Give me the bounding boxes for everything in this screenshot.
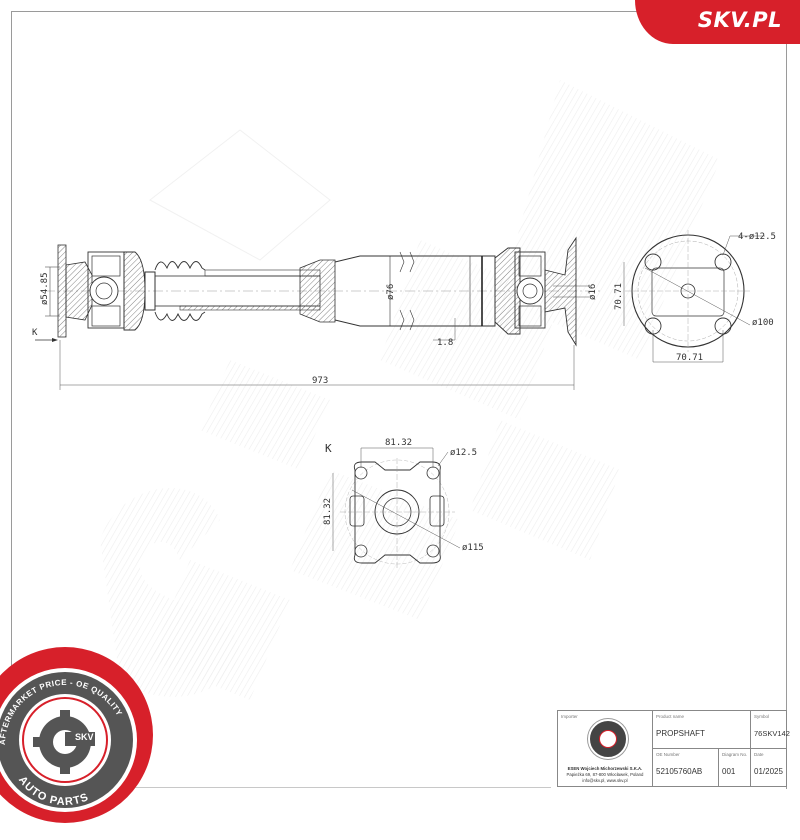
oe-number-label: OE Number xyxy=(656,752,680,757)
date-value: 01/2025 xyxy=(754,767,783,776)
symbol-label: Symbol xyxy=(754,714,770,719)
dim-spacing-horizontal-right: 70.71 xyxy=(676,353,703,363)
k-end-view xyxy=(332,447,461,570)
importer-name: ESEN Wojciech Michorzewski S.K.A. xyxy=(567,766,643,771)
dim-spacing-vertical-right: 70.71 xyxy=(614,283,624,310)
importer-label: Importer xyxy=(561,714,578,719)
left-flange xyxy=(45,244,93,338)
right-universal-joint xyxy=(494,236,590,347)
brand-banner[interactable]: SKV.PL xyxy=(635,0,800,44)
importer-cell: Importer ESEN Wojciech Michorzewski S.K.… xyxy=(558,711,653,786)
importer-address: Papieżka 69, 87-800 Włocławek, Poland xyxy=(566,772,644,777)
dim-hole-diameter-k: ø12.5 xyxy=(450,448,477,458)
dim-bolt-holes: 4-ø12.5 xyxy=(738,232,776,242)
title-block: Importer ESEN Wojciech Michorzewski S.K.… xyxy=(557,710,790,787)
date-label: Date xyxy=(754,752,764,757)
symbol-value: 76SKV142 xyxy=(754,729,790,738)
dim-spacing-vertical-k: 81.32 xyxy=(323,498,333,525)
dim-wall-thickness: 1.8 xyxy=(437,338,453,348)
brand-site-label: SKV.PL xyxy=(697,8,782,32)
diagram-no-cell: Diagram No. 001 xyxy=(719,749,751,786)
stamp-center-text: SKV xyxy=(75,732,94,742)
oe-number-value: 52105760AB xyxy=(656,767,703,776)
importer-contact: info@skv.pl, www.skv.pl xyxy=(582,778,628,783)
dim-pcd-k: ø115 xyxy=(462,543,484,553)
frame-bottom-line xyxy=(11,787,551,788)
diagram-no-value: 001 xyxy=(722,767,736,776)
product-name-label: Product name xyxy=(656,714,685,719)
dim-overall-length: 973 xyxy=(312,376,328,386)
diagram-no-label: Diagram No. xyxy=(722,752,748,757)
technical-drawing: ø54.85 ø76 1.8 xyxy=(32,80,776,700)
drawing-frame xyxy=(11,11,787,789)
dim-spacing-horizontal-k: 81.32 xyxy=(385,438,412,448)
dim-pcd-right: ø100 xyxy=(752,318,774,328)
oe-number-cell: OE Number 52105760AB xyxy=(653,749,719,786)
gear-icon xyxy=(33,710,95,774)
dim-tube-diameter: ø76 xyxy=(386,284,396,300)
skv-quality-stamp: SKV AFTERMARKET PRICE - OE QUALITY AUTO … xyxy=(0,647,153,823)
view-k-label: K xyxy=(325,442,332,455)
dim-pilot-bore: ø16 xyxy=(588,284,598,300)
symbol-cell: Symbol 76SKV142 xyxy=(751,711,790,749)
dim-flange-bore: ø54.85 xyxy=(40,272,50,305)
left-universal-joint xyxy=(87,251,146,331)
date-cell: Date 01/2025 xyxy=(751,749,786,786)
right-end-view xyxy=(623,230,765,363)
importer-logo xyxy=(588,719,628,759)
slip-tube xyxy=(154,259,336,323)
product-name-value: PROPSHAFT xyxy=(656,729,705,738)
product-name-cell: Product name PROPSHAFT xyxy=(653,711,751,749)
view-k-marker: K xyxy=(32,328,38,338)
skv-watermark xyxy=(100,80,720,700)
